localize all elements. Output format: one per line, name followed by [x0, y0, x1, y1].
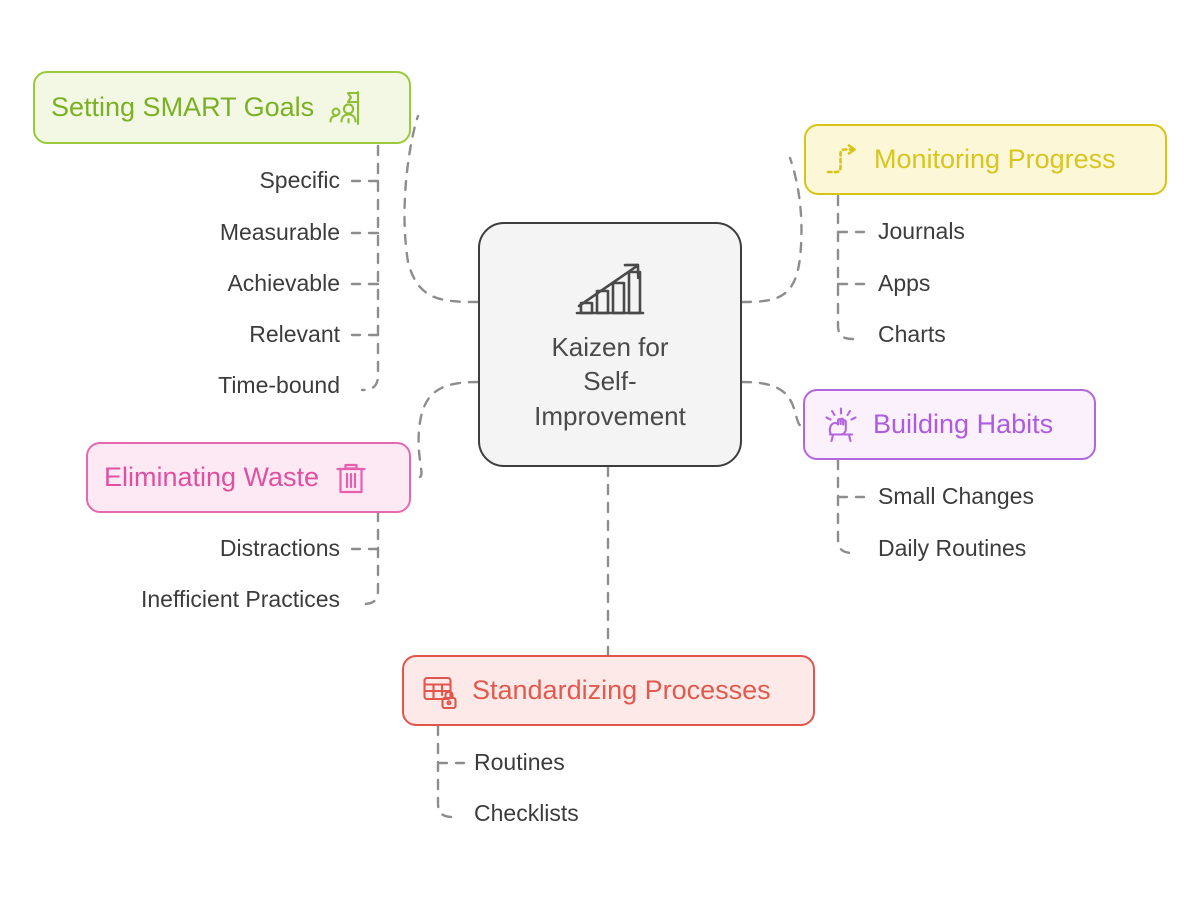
trash-bin-icon	[336, 463, 366, 493]
branch-node-setting-smart-goals[interactable]: Setting SMART Goals	[33, 71, 411, 144]
leaf-small-changes: Small Changes	[878, 483, 1034, 509]
leaf-distractions: Distractions	[219, 535, 340, 561]
branch-label-standardizing-processes: Standardizing Processes	[472, 675, 771, 705]
edge-waste-trunk	[360, 510, 380, 606]
leaf-measurable: Measurable	[219, 219, 340, 245]
edge-center-to-monitoring	[740, 156, 803, 304]
leaf-specific: Specific	[259, 167, 340, 193]
edge-center-to-eliminating-waste	[417, 380, 480, 479]
edge-center-to-smart-goals	[403, 114, 480, 304]
branch-node-standardizing-processes[interactable]: Standardizing Processes	[402, 655, 815, 726]
bar-chart-growth-icon	[575, 263, 645, 315]
leaf-routines: Routines	[474, 749, 565, 775]
table-lock-icon	[423, 676, 457, 709]
leaf-charts: Charts	[878, 321, 946, 347]
edge-smart-trunk	[360, 126, 380, 392]
branch-node-monitoring-progress[interactable]: Monitoring Progress	[804, 124, 1167, 195]
leaf-achievable: Achievable	[227, 270, 340, 296]
leaf-journals: Journals	[878, 218, 965, 244]
branch-node-building-habits[interactable]: Building Habits	[803, 389, 1096, 460]
center-node-label: Kaizen for Self- Improvement	[534, 332, 686, 431]
leaf-relevant: Relevant	[249, 321, 340, 347]
branch-label-monitoring-progress: Monitoring Progress	[874, 144, 1116, 174]
center-node[interactable]: Kaizen for Self- Improvement	[478, 222, 742, 467]
dashed-path-arrow-icon	[826, 143, 856, 173]
leaf-time-bound: Time-bound	[218, 372, 340, 398]
fist-habit-icon	[825, 406, 857, 442]
edge-monitoring-trunk	[836, 194, 856, 341]
edge-habits-trunk	[836, 458, 856, 555]
edge-center-to-building-habits	[740, 380, 802, 427]
goal-flag-people-icon	[329, 90, 360, 125]
branch-label-setting-smart-goals: Setting SMART Goals	[51, 92, 315, 122]
branch-node-eliminating-waste[interactable]: Eliminating Waste	[86, 442, 411, 513]
leaf-apps: Apps	[878, 270, 931, 296]
branch-label-eliminating-waste: Eliminating Waste	[104, 462, 320, 492]
leaf-checklists: Checklists	[474, 800, 579, 826]
edge-standardizing-trunk	[436, 724, 456, 819]
leaf-daily-routines: Daily Routines	[878, 535, 1027, 561]
leaf-inefficient-practices: Inefficient Practices	[140, 586, 340, 612]
branch-label-building-habits: Building Habits	[873, 409, 1054, 439]
